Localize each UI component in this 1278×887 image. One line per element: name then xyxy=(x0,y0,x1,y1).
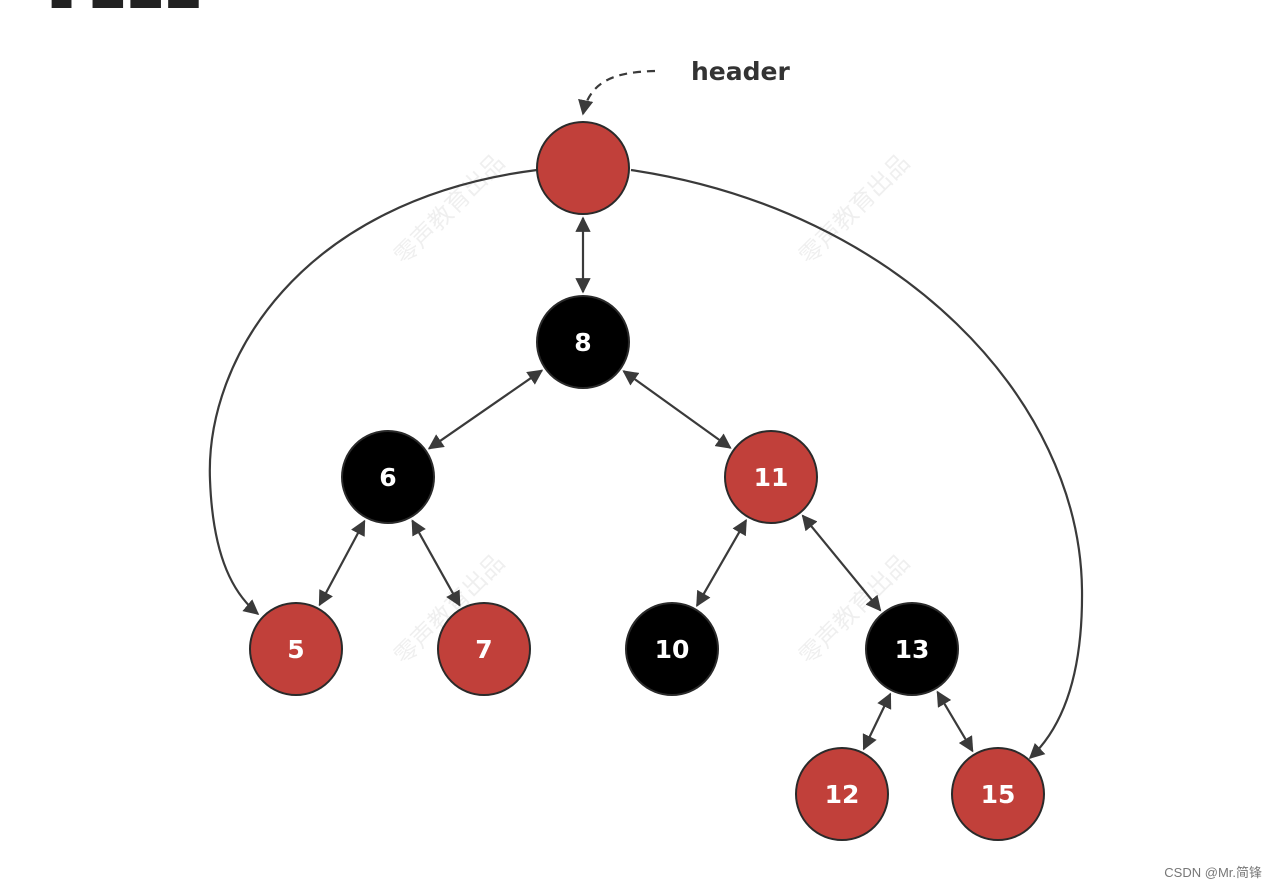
tree-node-5: 5 xyxy=(249,602,343,696)
node-label: 6 xyxy=(379,463,396,492)
node-label: 13 xyxy=(895,635,930,664)
edge-n8-n11 xyxy=(622,370,732,449)
tree-node-10: 10 xyxy=(625,602,719,696)
node-circle xyxy=(249,602,343,696)
header-label: header xyxy=(691,57,790,86)
node-label: 12 xyxy=(825,780,860,809)
node-circle xyxy=(724,430,818,524)
watermark-text: 零声教育出品 xyxy=(389,149,511,271)
node-circle xyxy=(795,747,889,841)
edge-n11-n13 xyxy=(801,514,882,612)
header-node xyxy=(536,121,630,215)
node-label: 7 xyxy=(475,635,492,664)
node-label: 10 xyxy=(655,635,690,664)
header-pointer-arrow xyxy=(578,69,656,116)
tree-node-13: 13 xyxy=(865,602,959,696)
edge-n13-n15 xyxy=(936,690,974,753)
cut-off-heading: ▪ ▬▬▬ xyxy=(48,0,208,8)
node-circle xyxy=(951,747,1045,841)
tree-node-15: 15 xyxy=(951,747,1045,841)
node-label: 11 xyxy=(754,463,789,492)
edge-header-leftmost-curve xyxy=(208,168,538,615)
node-label: 5 xyxy=(287,635,304,664)
node-label: 15 xyxy=(981,780,1016,809)
edge-n6-n7 xyxy=(411,519,461,607)
edge-n11-n10 xyxy=(695,518,748,608)
edge-n13-n12 xyxy=(862,692,892,751)
watermark-text: 零声教育出品 xyxy=(794,149,916,271)
footer-credit: CSDN @Mr.简锋 xyxy=(1164,865,1262,880)
edge-n8-n6 xyxy=(427,369,544,450)
tree-node-7: 7 xyxy=(437,602,531,696)
node-circle xyxy=(437,602,531,696)
node-circle xyxy=(865,602,959,696)
edge-header-rightmost-curve xyxy=(630,168,1084,760)
tree-node-8: 8 xyxy=(536,295,630,389)
edges xyxy=(208,168,1084,760)
nodes: 8 6 11 5 7 10 13 12 15 xyxy=(249,121,1045,841)
node-circle xyxy=(341,430,435,524)
edge-n6-n5 xyxy=(318,519,366,607)
tree-node-11: 11 xyxy=(724,430,818,524)
watermarks: 零声教育出品零声教育出品零声教育出品零声教育出品 xyxy=(389,149,916,671)
node-circle xyxy=(536,121,630,215)
node-label: 8 xyxy=(574,328,591,357)
node-circle xyxy=(536,295,630,389)
tree-node-12: 12 xyxy=(795,747,889,841)
tree-node-6: 6 xyxy=(341,430,435,524)
node-circle xyxy=(625,602,719,696)
